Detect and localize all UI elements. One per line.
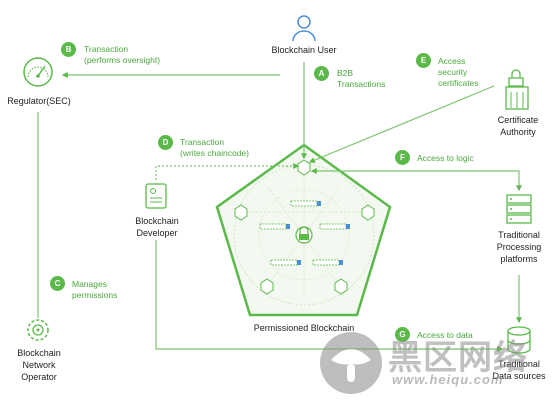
blockchain-developer-line-1: Blockchain [135,216,179,226]
ledger-chain-left [259,223,290,230]
flow-d-line-2: (writes chaincode) [180,148,249,158]
database-icon [507,326,531,354]
flow-f-label: Access to logic [417,153,474,163]
flow-a-line-2: Transactions [337,79,386,89]
traditional-data-sources-line-2: Data sources [492,371,546,381]
flow-a-label: B2B Transactions [337,68,385,90]
gauge-icon [23,57,53,87]
ledger-chain-bottom-right [312,259,343,266]
peer-node-bottom-left [260,278,274,295]
badge-b: B [61,42,76,57]
flow-d-line-1: Transaction [180,137,225,147]
flow-c-line-2: permissions [72,290,118,300]
traditional-data-sources-label: Traditional Data sources [486,358,552,382]
ledger-chain-bottom-left [270,259,301,266]
flow-b-line-2: (performs oversight) [84,55,161,65]
network-operator-line-3: Operator [21,372,57,382]
traditional-processing-label: Traditional Processing platforms [488,229,550,265]
badge-a: A [314,66,329,81]
traditional-processing-line-3: platforms [500,254,538,264]
user-icon [292,15,316,42]
ledger-chain-top [290,200,321,207]
badge-g: G [395,327,410,342]
blockchain-user-label: Blockchain User [271,45,337,55]
flow-e-label: Access security certificates [438,56,479,89]
blockchain-developer-line-2: Developer [136,228,178,238]
flow-line-f [310,168,522,192]
watermark-logo-icon [320,332,382,394]
flow-line-e [308,85,495,163]
badge-d: D [158,135,173,150]
flow-e-line-2: security [438,67,468,77]
certificate-authority-line-2: Authority [500,127,536,137]
traditional-data-sources-line-1: Traditional [498,359,540,369]
watermark-text: 黑区网络 [388,339,528,377]
traditional-processing-line-2: Processing [496,242,542,252]
peer-node-left [234,204,248,221]
permissioned-blockchain-label: Permissioned Blockchain [253,323,355,333]
peer-node-top [297,159,311,176]
certificate-authority-line-1: Certificate [497,115,539,125]
ledger-chain-right [319,223,350,230]
badge-f: F [395,150,410,165]
badge-c: C [50,276,65,291]
lock-icon [295,226,313,244]
watermark-url: www.heiqu.com [392,372,504,387]
flow-line-g [155,240,504,352]
network-operator-line-1: Blockchain [17,348,61,358]
certificate-authority-label: Certificate Authority [488,114,548,138]
operator-gear-icon [27,319,49,341]
flow-b-label: Transaction (performs oversight) [84,44,160,66]
peer-node-right [361,204,375,221]
traditional-processing-line-1: Traditional [498,230,540,240]
flow-c-label: Manages permissions [72,279,117,301]
flow-d-label: Transaction (writes chaincode) [180,137,249,159]
flow-a-line-1: B2B [337,68,354,78]
network-operator-label: Blockchain Network Operator [6,347,72,383]
flow-g-label: Access to data [417,330,473,340]
regulator-label: Regulator(SEC) [7,96,71,106]
flow-line-d [155,163,300,180]
server-icon [506,194,532,224]
certificate-authority-icon [505,69,529,110]
flow-c-line-1: Manages [72,279,107,289]
blockchain-developer-label: Blockchain Developer [128,215,186,239]
flow-e-line-1: Access [438,56,466,66]
flow-b-line-1: Transaction [84,44,129,54]
badge-e: E [416,53,431,68]
network-operator-line-2: Network [22,360,56,370]
developer-icon [145,183,167,209]
peer-node-bottom-right [334,278,348,295]
flow-e-line-3: certificates [438,78,479,88]
